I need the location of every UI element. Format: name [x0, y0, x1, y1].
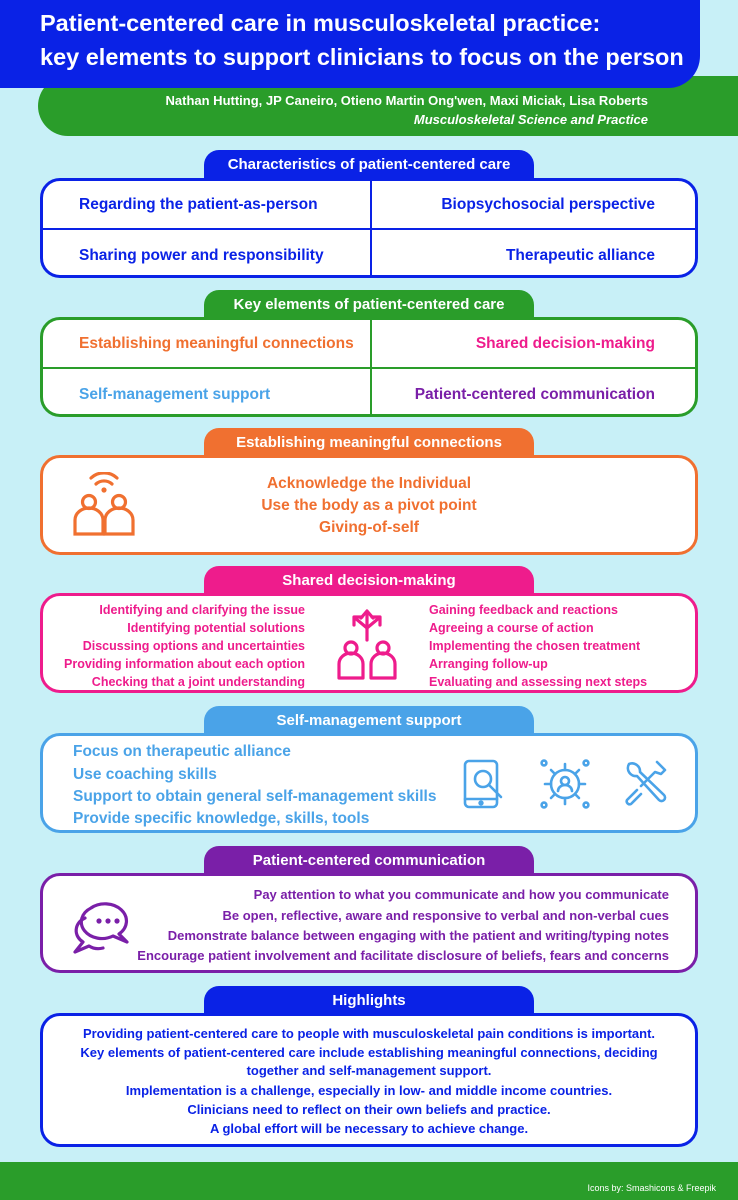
connections-heading: Establishing meaningful connections [204, 428, 534, 458]
connections-line: Giving-of-self [319, 519, 419, 536]
sdm-left-item: Checking that a joint understanding [91, 675, 305, 689]
highlight-line: together and self-management support. [246, 1063, 492, 1078]
characteristic-item: Regarding the patient-as-person [79, 196, 318, 213]
connections-line: Use the body as a pivot point [261, 497, 477, 514]
sms-heading: Self-management support [204, 706, 534, 736]
sms-line: Provide specific knowledge, skills, tool… [73, 810, 370, 827]
people-decision-icon [337, 609, 397, 680]
gear-person-icon [540, 759, 590, 809]
highlight-line: Implementation is a challenge, especiall… [125, 1083, 613, 1098]
sdm-right-item: Evaluating and assessing next steps [429, 675, 648, 689]
tablet-search-icon [463, 759, 503, 809]
highlights-heading: Highlights [204, 986, 534, 1016]
chat-bubbles-icon [73, 902, 129, 954]
characteristic-item: Sharing power and responsibility [79, 247, 324, 264]
sdm-box: Identifying and clarifying the issue Ide… [40, 593, 698, 693]
pcc-line: Be open, reflective, aware and responsiv… [222, 908, 670, 923]
characteristic-item: Biopsychosocial perspective [441, 196, 655, 213]
characteristics-heading: Characteristics of patient-centered care [204, 150, 534, 180]
pcc-line: Encourage patient involvement and facili… [137, 948, 669, 963]
authors: Nathan Hutting, JP Caneiro, Otieno Marti… [165, 93, 648, 108]
key-element-item: Establishing meaningful connections [79, 335, 354, 352]
title-banner: Patient-centered care in musculoskeletal… [0, 0, 700, 88]
key-elements-heading: Key elements of patient-centered care [204, 290, 534, 320]
highlight-line: Clinicians need to reflect on their own … [187, 1102, 551, 1117]
journal-name: Musculoskeletal Science and Practice [413, 112, 648, 127]
sms-line: Support to obtain general self-managemen… [73, 788, 437, 805]
key-element-item: Self-management support [79, 386, 271, 403]
sdm-right-item: Implementing the chosen treatment [429, 639, 641, 653]
key-elements-box: Establishing meaningful connections Shar… [40, 317, 698, 417]
sdm-left-item: Identifying potential solutions [127, 621, 305, 635]
pcc-line: Demonstrate balance between engaging wit… [167, 928, 669, 943]
highlights-box: Providing patient-centered care to peopl… [40, 1013, 698, 1147]
sdm-right-item: Arranging follow-up [429, 657, 548, 671]
page-title-line-2: key elements to support clinicians to fo… [40, 44, 684, 70]
highlight-line: Providing patient-centered care to peopl… [82, 1026, 656, 1041]
characteristic-item: Therapeutic alliance [505, 247, 655, 264]
sms-line: Focus on therapeutic alliance [73, 743, 291, 760]
pcc-line: Pay attention to what you communicate an… [253, 887, 669, 902]
sdm-right-item: Agreeing a course of action [429, 621, 594, 635]
sdm-right-item: Gaining feedback and reactions [429, 603, 618, 617]
sms-box: Focus on therapeutic alliance Use coachi… [40, 733, 698, 833]
sms-line: Use coaching skills [73, 766, 217, 783]
key-element-item: Shared decision-making [475, 335, 655, 352]
highlight-line: Key elements of patient-centered care in… [80, 1045, 658, 1060]
pcc-box: Pay attention to what you communicate an… [40, 873, 698, 973]
sdm-left-item: Discussing options and uncertainties [82, 639, 305, 653]
divider [43, 228, 695, 230]
divider [43, 367, 695, 369]
page-title-line-1: Patient-centered care in musculoskeletal… [40, 10, 601, 36]
sdm-heading: Shared decision-making [204, 566, 534, 596]
tools-icon [625, 760, 667, 806]
sdm-left-item: Identifying and clarifying the issue [99, 603, 305, 617]
key-element-item: Patient-centered communication [414, 386, 655, 403]
sdm-left-item: Providing information about each option [64, 657, 305, 671]
characteristics-box: Regarding the patient-as-person Biopsych… [40, 178, 698, 278]
highlight-line: A global effort will be necessary to ach… [209, 1121, 529, 1136]
footer-bar: Icons by: Smashicons & Freepik [0, 1162, 738, 1200]
pcc-heading: Patient-centered communication [204, 846, 534, 876]
people-connected-icon [73, 472, 135, 536]
icon-credit: Icons by: Smashicons & Freepik [587, 1183, 716, 1193]
connections-line: Acknowledge the Individual [266, 475, 472, 492]
connections-box: Acknowledge the Individual Use the body … [40, 455, 698, 555]
